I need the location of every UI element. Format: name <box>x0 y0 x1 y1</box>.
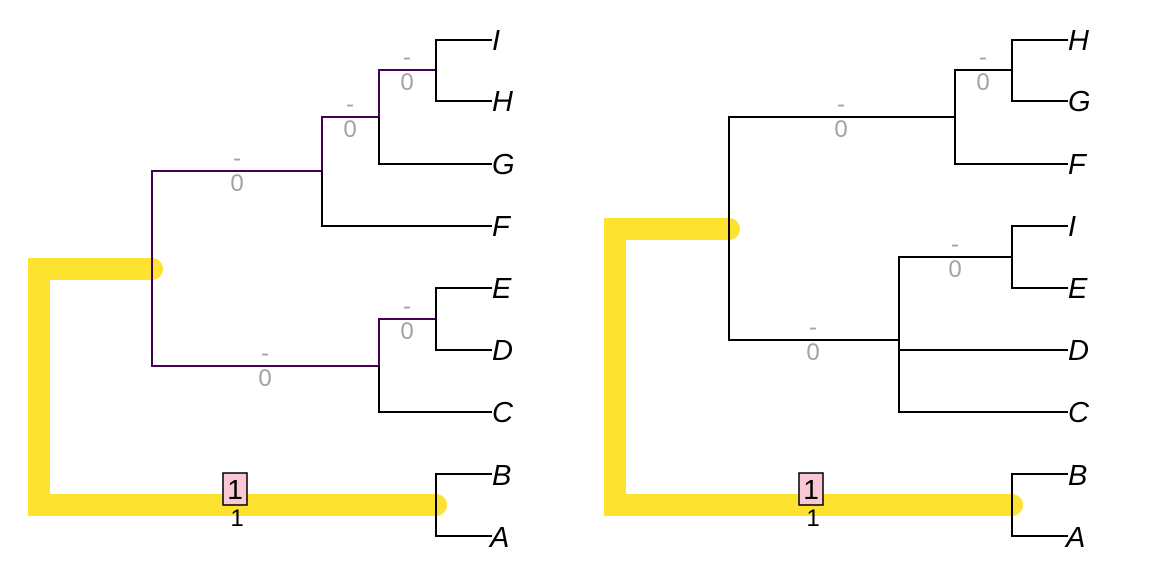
right-tip-label: H <box>1068 25 1089 57</box>
left-branch-label-top: - <box>346 91 354 118</box>
right-branch-i <box>1011 225 1068 257</box>
left-branch-c <box>378 366 492 413</box>
right-branch-c <box>898 340 1068 413</box>
right-tip-label: E <box>1068 273 1088 305</box>
left-branch-label-top: - <box>403 293 411 320</box>
left-branch-label-bottom: 0 <box>400 318 413 345</box>
left-branch-a <box>435 505 492 537</box>
left-branch-e <box>435 287 492 319</box>
left-tip-label: E <box>492 273 512 305</box>
left-tip-label: G <box>492 149 515 181</box>
right-branch-label-top: - <box>837 91 845 118</box>
right-branch-label-bottom: 0 <box>834 116 847 143</box>
left-branch-h <box>435 70 492 102</box>
right-tree: H G F I E D C B A - 0 - 0 - 0 - 0 1 1 <box>604 25 1091 554</box>
left-branch-label-bottom: 0 <box>343 116 356 143</box>
right-tip-label: B <box>1068 460 1087 492</box>
right-tip-label: I <box>1068 211 1076 243</box>
right-branch-f <box>954 117 1068 165</box>
left-branch-label-top: - <box>233 145 241 172</box>
right-box-label: 1 <box>803 474 819 505</box>
right-tip-label: A <box>1064 522 1085 554</box>
right-branch-label-bottom: 0 <box>806 339 819 366</box>
right-tip-label: F <box>1068 149 1088 181</box>
right-branch-clade-iedc <box>728 229 899 341</box>
right-branch-label-top: - <box>809 314 817 341</box>
right-branch-label-bottom: 0 <box>976 69 989 96</box>
left-tip-branches <box>321 39 492 537</box>
right-tip-label: C <box>1068 397 1090 429</box>
right-box-marker <box>798 472 824 506</box>
left-tip-label: C <box>492 397 514 429</box>
left-below-label: 1 <box>230 505 243 532</box>
right-branch-b <box>1011 473 1068 505</box>
left-branch-clade-ihgf <box>151 170 322 269</box>
right-branch-e <box>1011 257 1068 289</box>
right-branch-label-bottom: 0 <box>948 256 961 283</box>
left-highlight-path <box>28 258 447 516</box>
left-tip-label: F <box>492 211 512 243</box>
right-tip-label: D <box>1068 335 1089 367</box>
left-branch-d <box>435 319 492 351</box>
right-below-label: 1 <box>806 505 819 532</box>
right-branch-a <box>1011 505 1068 537</box>
left-tip-label: A <box>488 522 509 554</box>
left-colored-branches <box>151 69 436 367</box>
right-tip-branches <box>728 39 1068 537</box>
right-branch-clade-hg <box>954 69 1012 117</box>
right-branch-g <box>1011 70 1068 102</box>
left-branch-g <box>378 117 492 165</box>
left-tip-label: H <box>492 86 513 118</box>
left-tip-label: I <box>492 25 500 57</box>
left-branch-clade-ih <box>378 69 436 117</box>
left-box-label: 1 <box>227 474 243 505</box>
left-tree: I H G F E D C B A - 0 - 0 - 0 - 0 - 0 1 … <box>28 25 515 554</box>
left-branch-label-top: - <box>261 340 269 367</box>
right-branch-label-top: - <box>951 231 959 258</box>
right-branch-clade-ie <box>898 256 1012 340</box>
left-branch-b <box>435 473 492 505</box>
right-tip-label: G <box>1068 86 1091 118</box>
left-box-marker <box>222 472 248 506</box>
right-branch-clade-hgf <box>728 116 955 229</box>
left-branch-clade-ed <box>378 318 436 366</box>
left-branch-label-bottom: 0 <box>400 69 413 96</box>
left-branch-label-bottom: 0 <box>258 365 271 392</box>
left-branch-i <box>435 39 492 70</box>
left-tip-label: B <box>492 460 511 492</box>
right-branch-label-top: - <box>979 44 987 71</box>
left-branch-clade-ihg <box>321 116 379 171</box>
left-branch-f <box>321 171 492 227</box>
left-branch-clade-edc <box>151 269 379 367</box>
left-tip-label: D <box>492 335 513 367</box>
left-branch-label-bottom: 0 <box>230 170 243 197</box>
left-branch-label-top: - <box>403 44 411 71</box>
right-branch-h <box>1011 39 1068 70</box>
